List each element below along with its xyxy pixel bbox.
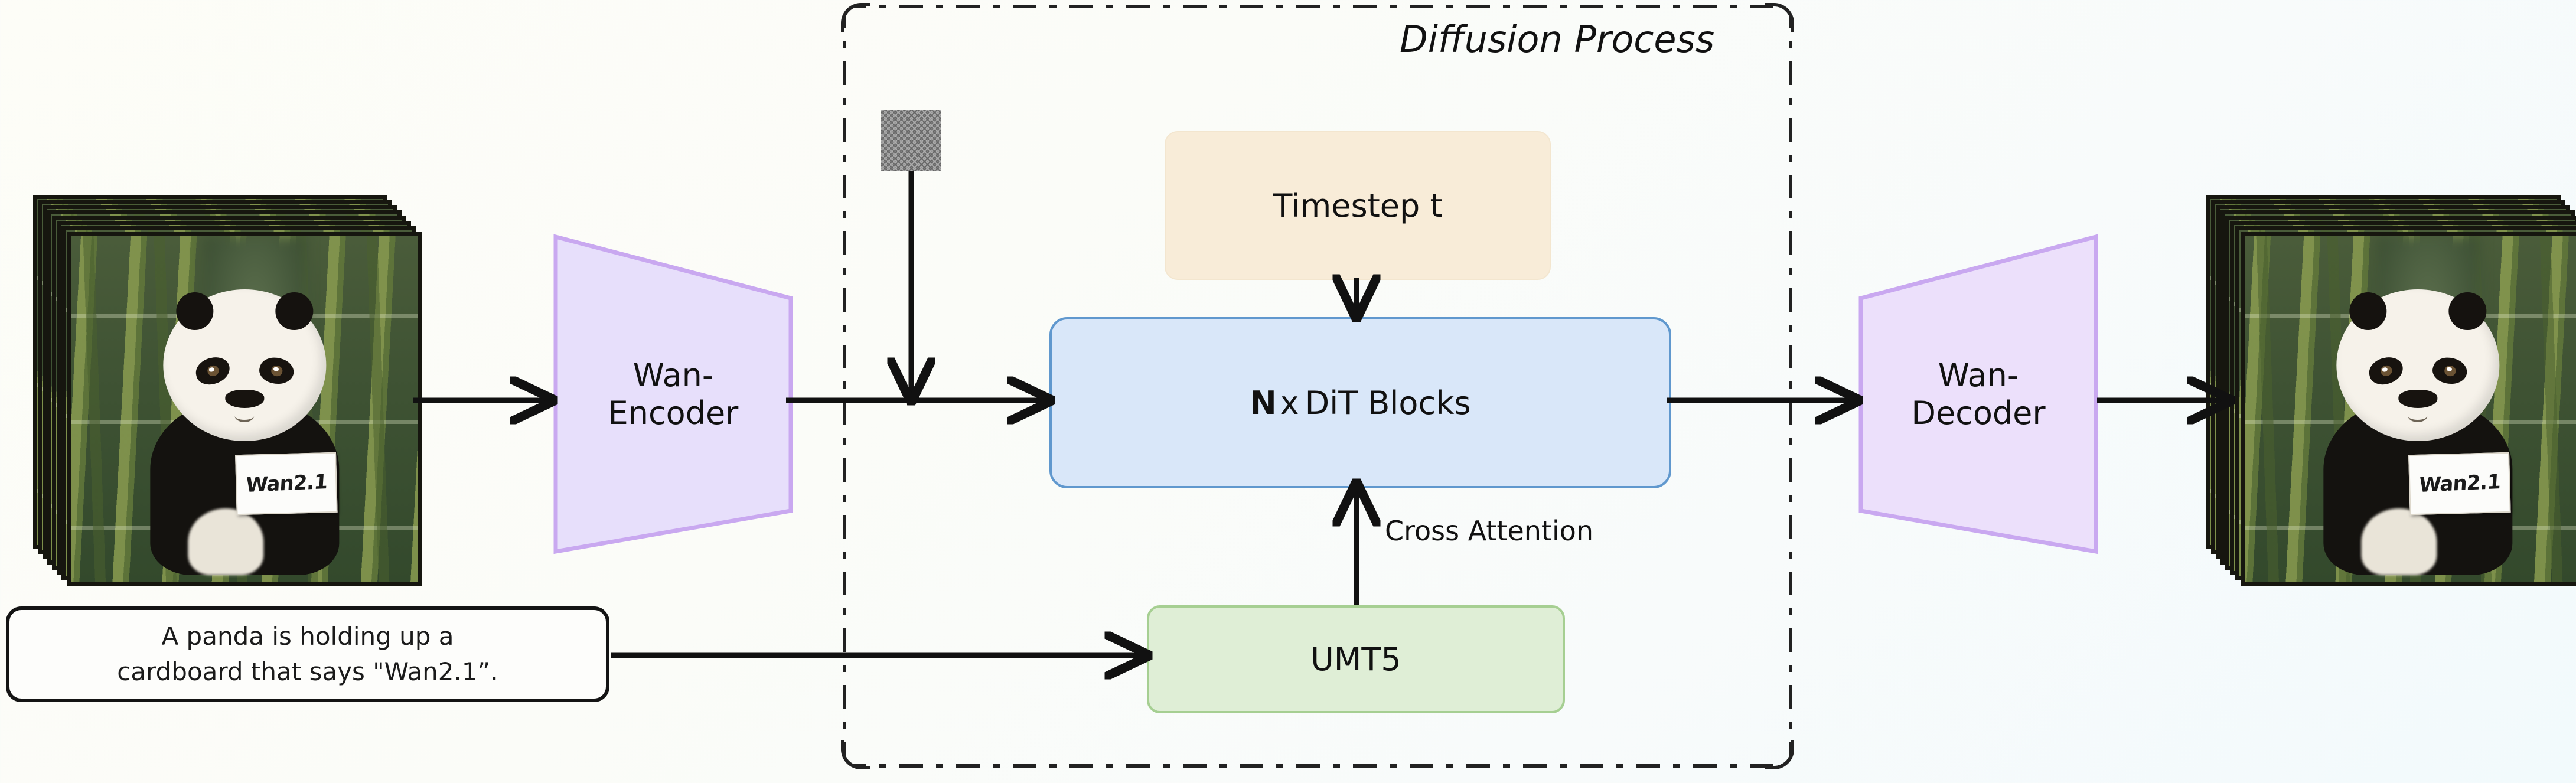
encoder-shape	[553, 234, 793, 554]
prompt-line-2: cardboard that says "Wan2.1”.	[117, 657, 498, 686]
prompt-text-box[interactable]: A panda is holding up a cardboard that s…	[6, 606, 609, 702]
wan-encoder-block[interactable]: Wan- Encoder	[552, 233, 794, 555]
region-corner-bottom-right	[1765, 740, 1794, 769]
wan-encoder-label: Wan- Encoder	[608, 356, 739, 432]
panda-sign-text: Wan2.1	[244, 469, 328, 498]
umt5-text-encoder-block[interactable]: UMT5	[1147, 605, 1565, 713]
dit-blocks-block[interactable]: N x DiT Blocks	[1049, 317, 1671, 488]
noise-latent-patch	[881, 110, 941, 171]
panda-illustration: Wan2.1	[137, 271, 351, 576]
panda-sign-text: Wan2.1	[2418, 469, 2502, 498]
timestep-label: Timestep t	[1273, 187, 1443, 224]
input-video-frames: Wan2.1	[12, 195, 422, 586]
decoder-shape	[1858, 234, 2098, 554]
video-frame-front: Wan2.1	[2241, 232, 2576, 586]
video-frame-front: Wan2.1	[67, 232, 422, 586]
timestep-block[interactable]: Timestep t	[1165, 131, 1551, 280]
dit-blocks-label: DiT Blocks	[1305, 384, 1471, 422]
region-corner-top-left	[841, 3, 870, 32]
dit-times-symbol: x	[1280, 384, 1299, 422]
panda-illustration: Wan2.1	[2310, 271, 2525, 576]
diffusion-process-title: Diffusion Process	[1400, 18, 1715, 61]
output-video-frames: Wan2.1	[2185, 195, 2576, 586]
prompt-line-1: A panda is holding up a	[161, 622, 454, 651]
wan-decoder-block[interactable]: Wan- Decoder	[1857, 233, 2099, 555]
dit-multiplier: N	[1250, 384, 1277, 422]
panda-sign: Wan2.1	[235, 452, 338, 516]
cross-attention-label: Cross Attention	[1385, 515, 1594, 547]
umt5-label: UMT5	[1310, 641, 1401, 678]
wan-decoder-label: Wan- Decoder	[1911, 356, 2046, 432]
region-corner-top-right	[1765, 3, 1794, 32]
region-corner-bottom-left	[841, 740, 870, 769]
panda-sign: Wan2.1	[2408, 452, 2511, 516]
